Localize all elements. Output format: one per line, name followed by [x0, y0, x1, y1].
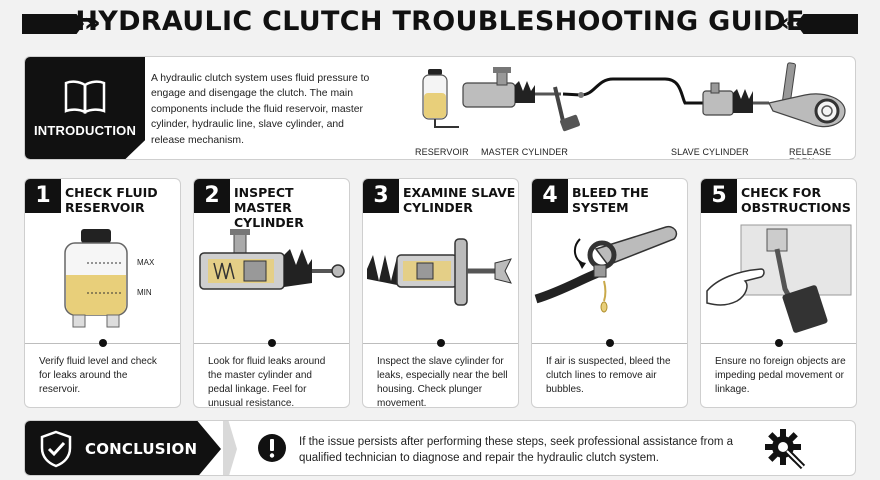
step-description: Look for fluid leaks around the master c…: [208, 356, 326, 408]
introduction-panel: INTRODUCTION A hydraulic clutch system u…: [24, 56, 856, 160]
introduction-label: INTRODUCTION: [33, 123, 137, 138]
component-label-release-fork: RELEASE FORK: [789, 147, 832, 159]
max-label: MAX: [137, 258, 155, 267]
gear-wrench-icon: [765, 429, 806, 470]
step-dot: [99, 339, 107, 347]
master-cylinder-illustration: [462, 67, 580, 132]
step-description: Ensure no foreign objects are impeding p…: [715, 356, 846, 395]
chevron-right-icon: »: [84, 8, 101, 38]
chevron-left-icon: «: [779, 8, 796, 38]
step-card-3: 3 EXAMINE SLAVE CYLINDER Inspect the sla…: [362, 178, 519, 408]
conclusion-separator: [223, 421, 237, 475]
conclusion-panel: CONCLUSION If the issue persists after p…: [24, 420, 856, 476]
step-number: 2: [194, 179, 230, 213]
step-dot: [437, 339, 445, 347]
slave-cylinder-illustration: [702, 82, 769, 116]
introduction-label-block: INTRODUCTION: [25, 57, 145, 159]
component-label-reservoir: RESERVOIR: [415, 147, 469, 157]
step-card-2: 2 INSPECT MASTER CYLINDER Look for fluid…: [193, 178, 350, 408]
clutch-system-illustration: [422, 62, 846, 132]
step-dot: [775, 339, 783, 347]
step-number: 3: [363, 179, 399, 213]
step-dot: [606, 339, 614, 347]
step-card-4: 4 BLEED THE SYSTEM If air is suspected, …: [531, 178, 688, 408]
step-title: INSPECT MASTER CYLINDER: [234, 185, 304, 230]
step-description: If air is suspected, bleed the clutch li…: [546, 356, 671, 395]
reservoir-illustration: [422, 69, 459, 128]
title-stripe-right: [796, 14, 858, 34]
introduction-text: A hydraulic clutch system uses fluid pre…: [151, 73, 370, 146]
step-title: CHECK FOR OBSTRUCTIONS: [741, 185, 851, 215]
conclusion-label-block: CONCLUSION: [25, 421, 221, 475]
pedal-obstruction-illustration: [706, 224, 852, 333]
release-fork-illustration: [768, 62, 846, 128]
page-title: HYDRAULIC CLUTCH TROUBLESHOOTING GUIDE: [75, 6, 805, 37]
open-book-icon: [64, 80, 106, 115]
conclusion-label: CONCLUSION: [85, 440, 198, 458]
step-number: 5: [701, 179, 737, 213]
clutch-system-diagram: RESERVOIR MASTER CYLINDER SLAVE CYLINDER…: [385, 61, 855, 159]
shield-check-icon: [40, 430, 72, 468]
min-label: MIN: [137, 288, 152, 297]
step-description: Inspect the slave cylinder for leaks, es…: [377, 356, 508, 408]
step-number: 1: [25, 179, 61, 213]
component-label-master-cylinder: MASTER CYLINDER: [481, 147, 569, 157]
step-title: CHECK FLUID RESERVOIR: [65, 185, 158, 215]
step-title: BLEED THE SYSTEM: [572, 185, 649, 215]
bleed-system-illustration: [534, 225, 678, 313]
fluid-reservoir-illustration: [64, 229, 128, 328]
step-description: Verify fluid level and check for leaks a…: [39, 356, 157, 395]
step-number: 4: [532, 179, 568, 213]
conclusion-text: If the issue persists after performing t…: [299, 436, 734, 464]
master-cylinder-illustration: [199, 229, 345, 290]
title-bar: » HYDRAULIC CLUTCH TROUBLESHOOTING GUIDE…: [0, 0, 880, 50]
component-label-slave-cylinder: SLAVE CYLINDER: [671, 147, 749, 157]
step-card-1: 1 CHECK FLUID RESERVOIR MAX MIN Verify f…: [24, 178, 181, 408]
slave-cylinder-illustration: [367, 238, 512, 306]
step-card-5: 5 CHECK FOR OBSTRUCTIONS Ensure no forei…: [700, 178, 857, 408]
warning-icon: [258, 434, 286, 462]
step-dot: [268, 339, 276, 347]
step-title: EXAMINE SLAVE CYLINDER: [403, 185, 516, 215]
title-stripe-left: [22, 14, 84, 34]
